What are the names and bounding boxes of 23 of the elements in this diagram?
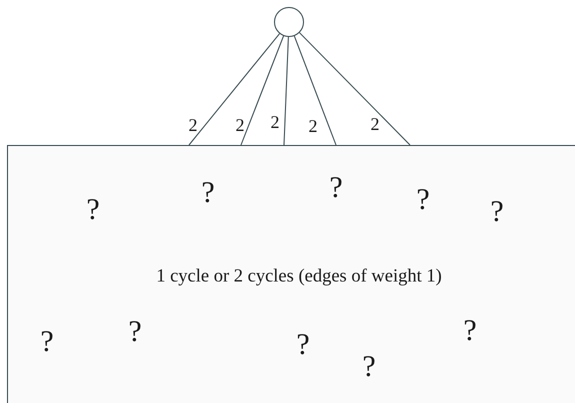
unknown-mark: ? (40, 327, 54, 357)
edge-weight-label: 2 (270, 113, 280, 131)
unknown-mark: ? (329, 173, 343, 203)
unknown-mark: ? (86, 195, 100, 225)
edge-line (240, 35, 284, 146)
edge-weight-label: 2 (308, 117, 318, 135)
unknown-mark: ? (463, 316, 477, 346)
edge-weight-label: 2 (370, 115, 380, 133)
edge-line (294, 36, 336, 146)
unknown-mark: ? (128, 317, 142, 347)
edge-weight-label: 2 (188, 116, 198, 134)
unknown-mark: ? (490, 197, 504, 227)
unknown-mark: ? (362, 352, 376, 382)
region-caption: 1 cycle or 2 cycles (edges of weight 1) (156, 266, 442, 288)
vertex-circle (274, 7, 304, 37)
unknown-mark: ? (201, 178, 215, 208)
region-box (7, 145, 575, 403)
edge-line (299, 32, 410, 146)
edge-line (188, 33, 280, 146)
edge-weight-label: 2 (236, 116, 244, 134)
edge-line (284, 36, 289, 146)
unknown-mark: ? (296, 330, 310, 360)
unknown-mark: ? (416, 185, 430, 215)
